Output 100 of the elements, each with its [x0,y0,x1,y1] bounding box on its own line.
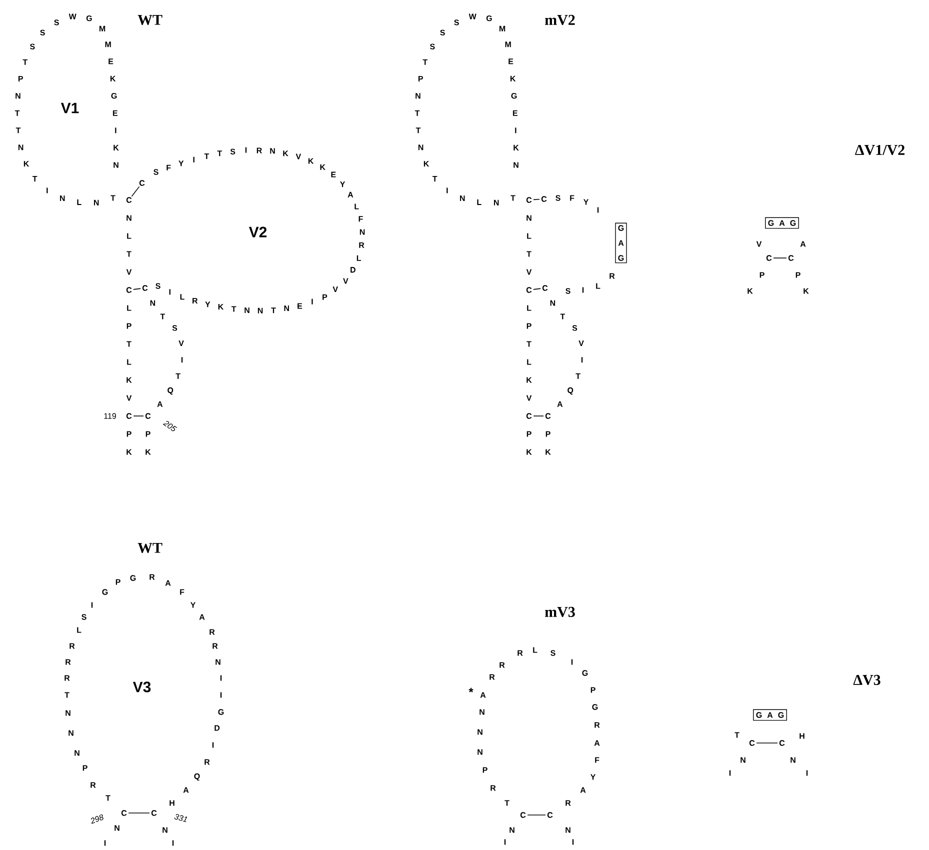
residue-letter: C [126,287,132,293]
structure-title: ΔV1/V2 [855,144,904,156]
residue-letter: D [350,267,356,273]
residue-letter: K [146,449,151,455]
residue-letter: K [308,158,314,164]
residue-letter: S [440,30,445,36]
residue-letter: R [212,643,218,649]
residue-letter: S [82,614,86,620]
residue-letter: N [150,300,156,306]
residue-letter: C [145,413,151,419]
residue-letter: M [505,42,511,48]
residue-letter: R [204,759,210,765]
residue-letter: I [212,742,214,748]
residue-letter: V [126,269,132,275]
residue-letter: G [592,704,598,710]
residue-letter: I [504,839,506,845]
residue-letter: G [86,15,92,22]
residue-letter: A [800,241,806,247]
boxed-insert: G A G [615,222,627,264]
residue-letter: P [18,76,23,82]
residue-letter: T [526,341,532,347]
residue-letter: M [105,42,111,48]
residue-letter: C [526,197,532,203]
residue-letter: T [32,176,38,182]
residue-letter: T [432,176,438,182]
residue-letter: S [430,44,435,50]
residue-letter: Y [205,302,210,308]
residue-letter: T [504,800,510,806]
residue-letter: L [77,199,82,205]
structure-title: WT [138,542,162,553]
residue-letter: C [542,285,548,291]
residue-letter: A [199,614,205,620]
residue-letter: A [165,580,171,586]
residue-letter: V [126,395,132,401]
residue-letter: C [788,255,794,261]
residue-letter: R [210,629,215,635]
residue-letter: R [594,722,600,728]
residue-letter: T [14,110,20,116]
residue-letter: H [800,733,804,739]
residue-letter: L [77,627,82,633]
residue-letter: P [590,687,596,693]
residue-letter: C [541,196,547,202]
residue-letter: N [114,162,118,168]
residue-letter: V [178,340,184,346]
residue-letter: E [512,110,518,116]
residue-letter: K [283,150,288,156]
residue-letter: E [108,58,114,64]
residue-letter: R [359,242,364,248]
residue-letter: V [526,269,532,275]
residue-letter: K [320,164,326,170]
residue-letter: I [571,659,573,665]
boxed-insert: G A G [753,709,787,721]
structure-title: mV3 [545,606,575,618]
residue-letter: N [526,215,532,221]
residue-letter: P [126,323,132,329]
residue-letter: M [99,26,106,32]
residue-letter: N [270,148,275,154]
residue-letter: C [779,740,785,746]
residue-letter: C [545,413,551,419]
residue-letter: K [804,288,809,294]
residue-letter: T [126,341,132,347]
residue-letter: Y [190,602,196,608]
residue-letter: I [581,357,583,363]
residue-letter: I [806,770,808,776]
residue-letter: L [127,359,132,365]
residue-letter: S [556,195,560,201]
residue-letter: Y [583,199,589,205]
residue-letter: T [176,373,180,379]
residue-letter: K [510,76,516,82]
residue-letter: C [126,197,132,203]
residue-letter: N [162,827,168,833]
residue-letter: L [180,294,184,300]
residue-letter: S [572,325,578,331]
residue-letter: I [245,147,247,153]
residue-letter: T [204,153,210,159]
residue-letter: I [446,188,448,194]
residue-letter: G [511,93,517,99]
residue-letter: R [90,782,96,788]
residue-letter: K [424,161,430,167]
residue-letter: P [482,767,488,773]
residue-letter: K [126,377,132,383]
boxed-insert: G A G [765,217,799,229]
residue-letter: N [478,749,482,755]
residue-letter: Y [340,181,346,187]
residue-letter: S [230,148,236,154]
residue-letter: S [550,650,556,656]
residue-letter: V [296,154,302,160]
residue-letter: R [70,643,75,649]
residue-letter: T [422,59,428,65]
residue-letter: N [126,215,132,221]
residue-letter: R [256,148,262,154]
residue-letter: F [595,757,600,763]
residue-letter: R [566,800,571,806]
residue-letter: W [68,14,76,20]
residue-letter: P [418,76,423,82]
residue-letter: T [510,195,516,201]
residue-letter: P [796,272,800,278]
residue-letter: A [557,401,563,407]
residue-letter: C [151,810,157,816]
residue-letter: Y [178,160,184,166]
